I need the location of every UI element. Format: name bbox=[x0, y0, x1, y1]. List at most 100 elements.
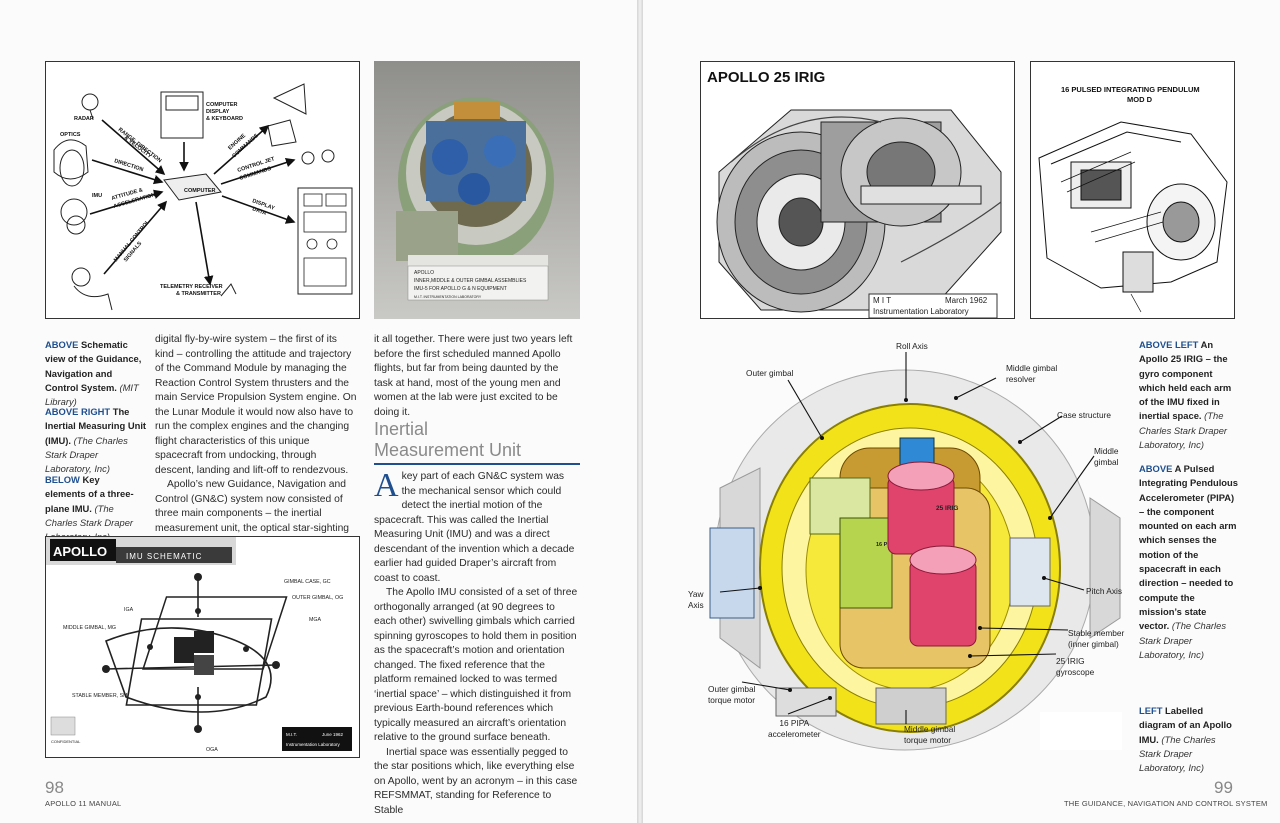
command-module-icon bbox=[272, 83, 307, 115]
imu-cutaway-figure: 16 PIPA 25 IRIG bbox=[680, 338, 1138, 768]
label-case-structure: Case structure bbox=[1057, 410, 1111, 420]
page-number-right: 99 bbox=[1214, 778, 1233, 797]
caption-left: LEFT Labelled diagram of an Apollo IMU. … bbox=[1139, 704, 1237, 775]
imu-schematic-subtitle: IMU SCHEMATIC bbox=[126, 552, 202, 561]
middle-gimbal-label: MIDDLE GIMBAL, MG bbox=[63, 625, 116, 631]
svg-text:DATA: DATA bbox=[251, 206, 267, 217]
label-stable-member: Stable member(inner gimbal) bbox=[1068, 628, 1125, 649]
mit-label-schematic: M.I.T. bbox=[286, 732, 297, 737]
drop-cap: A bbox=[374, 467, 399, 504]
pipa-text-on-drawing: 16 PIPA bbox=[876, 542, 896, 548]
section-heading: Inertial Measurement Unit bbox=[374, 419, 524, 461]
astronaut-icon bbox=[71, 267, 91, 287]
caption-above-pipa-text: A Pulsed Integrating Pendulous Accelerom… bbox=[1139, 463, 1238, 632]
mit-lab-schematic: Instrumentation Laboratory bbox=[286, 742, 341, 747]
antenna-icon bbox=[220, 283, 237, 297]
caption-above-credit: (MIT Library) bbox=[45, 381, 139, 408]
caption-above-right-text: The Inertial Measuring Unit (IMU). bbox=[45, 406, 147, 446]
computer-label: COMPUTER bbox=[184, 188, 216, 194]
caption-below-lab: BELOW bbox=[45, 474, 83, 485]
caption-above-pipa: ABOVE A Pulsed Integrating Pendulous Acc… bbox=[1139, 462, 1239, 662]
caption-above-text: Schematic view of the Guidance, Navigati… bbox=[45, 339, 142, 393]
gimbal-photo-drawing: APOLLO INNER,MIDDLE & OUTER GIMBAL ASSEM… bbox=[396, 97, 554, 301]
iga-label: IGA bbox=[124, 607, 134, 613]
label-roll-axis: Roll Axis bbox=[896, 341, 928, 351]
col2-paragraph-1: digital fly-by-wire system – the first o… bbox=[155, 334, 357, 476]
caption-above-right-credit: (The Charles Stark Draper Laboratory, In… bbox=[45, 434, 128, 475]
caption-below-text: Key elements of a three-plane IMU. bbox=[45, 474, 134, 514]
caption-above: ABOVE Schematic view of the Guidance, Na… bbox=[45, 338, 145, 409]
heading-rule bbox=[374, 463, 580, 465]
imu-schematic-figure: APOLLO IMU SCHEMATIC GIMBAL CASE, GC OUT… bbox=[45, 536, 360, 758]
photo-label-assemblies: INNER,MIDDLE & OUTER GIMBAL ASSEMBLIES bbox=[414, 278, 527, 284]
caption-below: BELOW Key elements of a three-plane IMU.… bbox=[45, 473, 141, 544]
caption-left-text: Labelled diagram of an Apollo IMU. bbox=[1139, 705, 1232, 745]
irig-text-on-drawing: 25 IRIG bbox=[936, 505, 958, 512]
photo-label-mit: M.I.T. INSTRUMENTATION LABORATORY bbox=[414, 295, 482, 299]
irig-date: March 1962 bbox=[945, 296, 988, 305]
irig-figure: APOLLO 25 IRIG M I T March 1962 Instrume… bbox=[700, 61, 1015, 319]
outer-gimbal-label: OUTER GIMBAL, OG bbox=[292, 595, 343, 601]
mit-date-schematic: June 1962 bbox=[322, 732, 344, 737]
book-gutter bbox=[637, 0, 643, 823]
label-pitch-axis: Pitch Axis bbox=[1086, 586, 1122, 596]
irig-title: APOLLO 25 IRIG bbox=[707, 69, 825, 86]
oga-label: OGA bbox=[206, 747, 218, 753]
display-panel-icon bbox=[297, 187, 353, 295]
caption-above-right-lab: ABOVE RIGHT bbox=[45, 406, 113, 417]
gnc-schematic-drawing: RADAR OPTICS IMU COMPUTER COMPUTER DISPL… bbox=[53, 83, 353, 311]
col3-paragraph-2: The Apollo IMU consisted of a set of thr… bbox=[374, 587, 578, 743]
caption-above-pipa-lab: ABOVE bbox=[1139, 463, 1175, 474]
gimbal-case-label: GIMBAL CASE, GC bbox=[284, 579, 331, 585]
caption-above-pipa-credit: (The Charles Stark Draper Laboratory, In… bbox=[1139, 620, 1227, 660]
body-column-3-intro: it all together. There were just two yea… bbox=[374, 333, 580, 420]
caption-above-left: ABOVE LEFT An Apollo 25 IRIG – the gyro … bbox=[1139, 338, 1239, 452]
imu-schematic-drawing: APOLLO IMU SCHEMATIC GIMBAL CASE, GC OUT… bbox=[46, 537, 352, 753]
radar-label: RADAR bbox=[74, 116, 94, 122]
running-head-left: APOLLO 11 MANUAL bbox=[45, 799, 122, 808]
irig-mit: M I T bbox=[873, 296, 891, 305]
svg-text:& KEYBOARD: & KEYBOARD bbox=[206, 116, 243, 122]
col3-paragraph-3: Inertial space was essentially pegged to… bbox=[374, 746, 578, 816]
display-label: COMPUTER bbox=[206, 102, 238, 108]
col3-intro: it all together. There were just two yea… bbox=[374, 334, 573, 418]
section-heading-text: Inertial Measurement Unit bbox=[374, 419, 522, 460]
irig-lab: Instrumentation Laboratory bbox=[873, 307, 969, 316]
pipa-title-2: MOD D bbox=[1127, 95, 1153, 104]
caption-above-left-credit: (The Charles Stark Draper Laboratory, In… bbox=[1139, 410, 1228, 451]
label-outer-gimbal: Outer gimbal bbox=[746, 368, 794, 378]
caption-above-lab: ABOVE bbox=[45, 339, 81, 350]
caption-left-credit: (The Charles Stark Draper Laboratory, In… bbox=[1139, 733, 1216, 774]
pipa-drawing: 16 PULSED INTEGRATING PENDULUM MOD D bbox=[1038, 85, 1228, 313]
photo-label-imu5: IMU-5 FOR APOLLO G & N EQUIPMENT bbox=[414, 286, 507, 292]
caption-above-right: ABOVE RIGHT The Inertial Measuring Unit … bbox=[45, 405, 147, 476]
caption-above-left-lab: ABOVE LEFT bbox=[1139, 339, 1201, 350]
computer-icon bbox=[163, 173, 222, 201]
irig-drawing: APOLLO 25 IRIG M I T March 1962 Instrume… bbox=[707, 69, 1002, 318]
imu-icon bbox=[60, 198, 88, 226]
telemetry-label: TELEMETRY RECEIVER bbox=[160, 284, 223, 290]
photo-label-apollo: APOLLO bbox=[414, 270, 434, 276]
display-keyboard-icon bbox=[160, 91, 204, 139]
imu-cutaway-drawing: 16 PIPA 25 IRIG bbox=[709, 352, 1122, 751]
pipa-figure: 16 PULSED INTEGRATING PENDULUM MOD D bbox=[1030, 61, 1235, 319]
running-head-right: THE GUIDANCE, NAVIGATION AND CONTROL SYS… bbox=[1064, 799, 1268, 808]
imu-schematic-title: APOLLO bbox=[53, 544, 107, 559]
radar-icon bbox=[81, 93, 99, 111]
confidential-label: CONFIDENTIAL bbox=[51, 739, 81, 744]
caption-left-lab: LEFT bbox=[1139, 705, 1166, 716]
mga-label: MGA bbox=[309, 617, 322, 623]
body-column-2: digital fly-by-wire system – the first o… bbox=[155, 333, 357, 565]
stable-member-label: STABLE MEMBER, SM bbox=[72, 693, 128, 699]
svg-text:DISPLAY: DISPLAY bbox=[206, 109, 230, 115]
page-number-left: 98 bbox=[45, 778, 64, 797]
pipa-title-1: 16 PULSED INTEGRATING PENDULUM bbox=[1061, 85, 1200, 94]
